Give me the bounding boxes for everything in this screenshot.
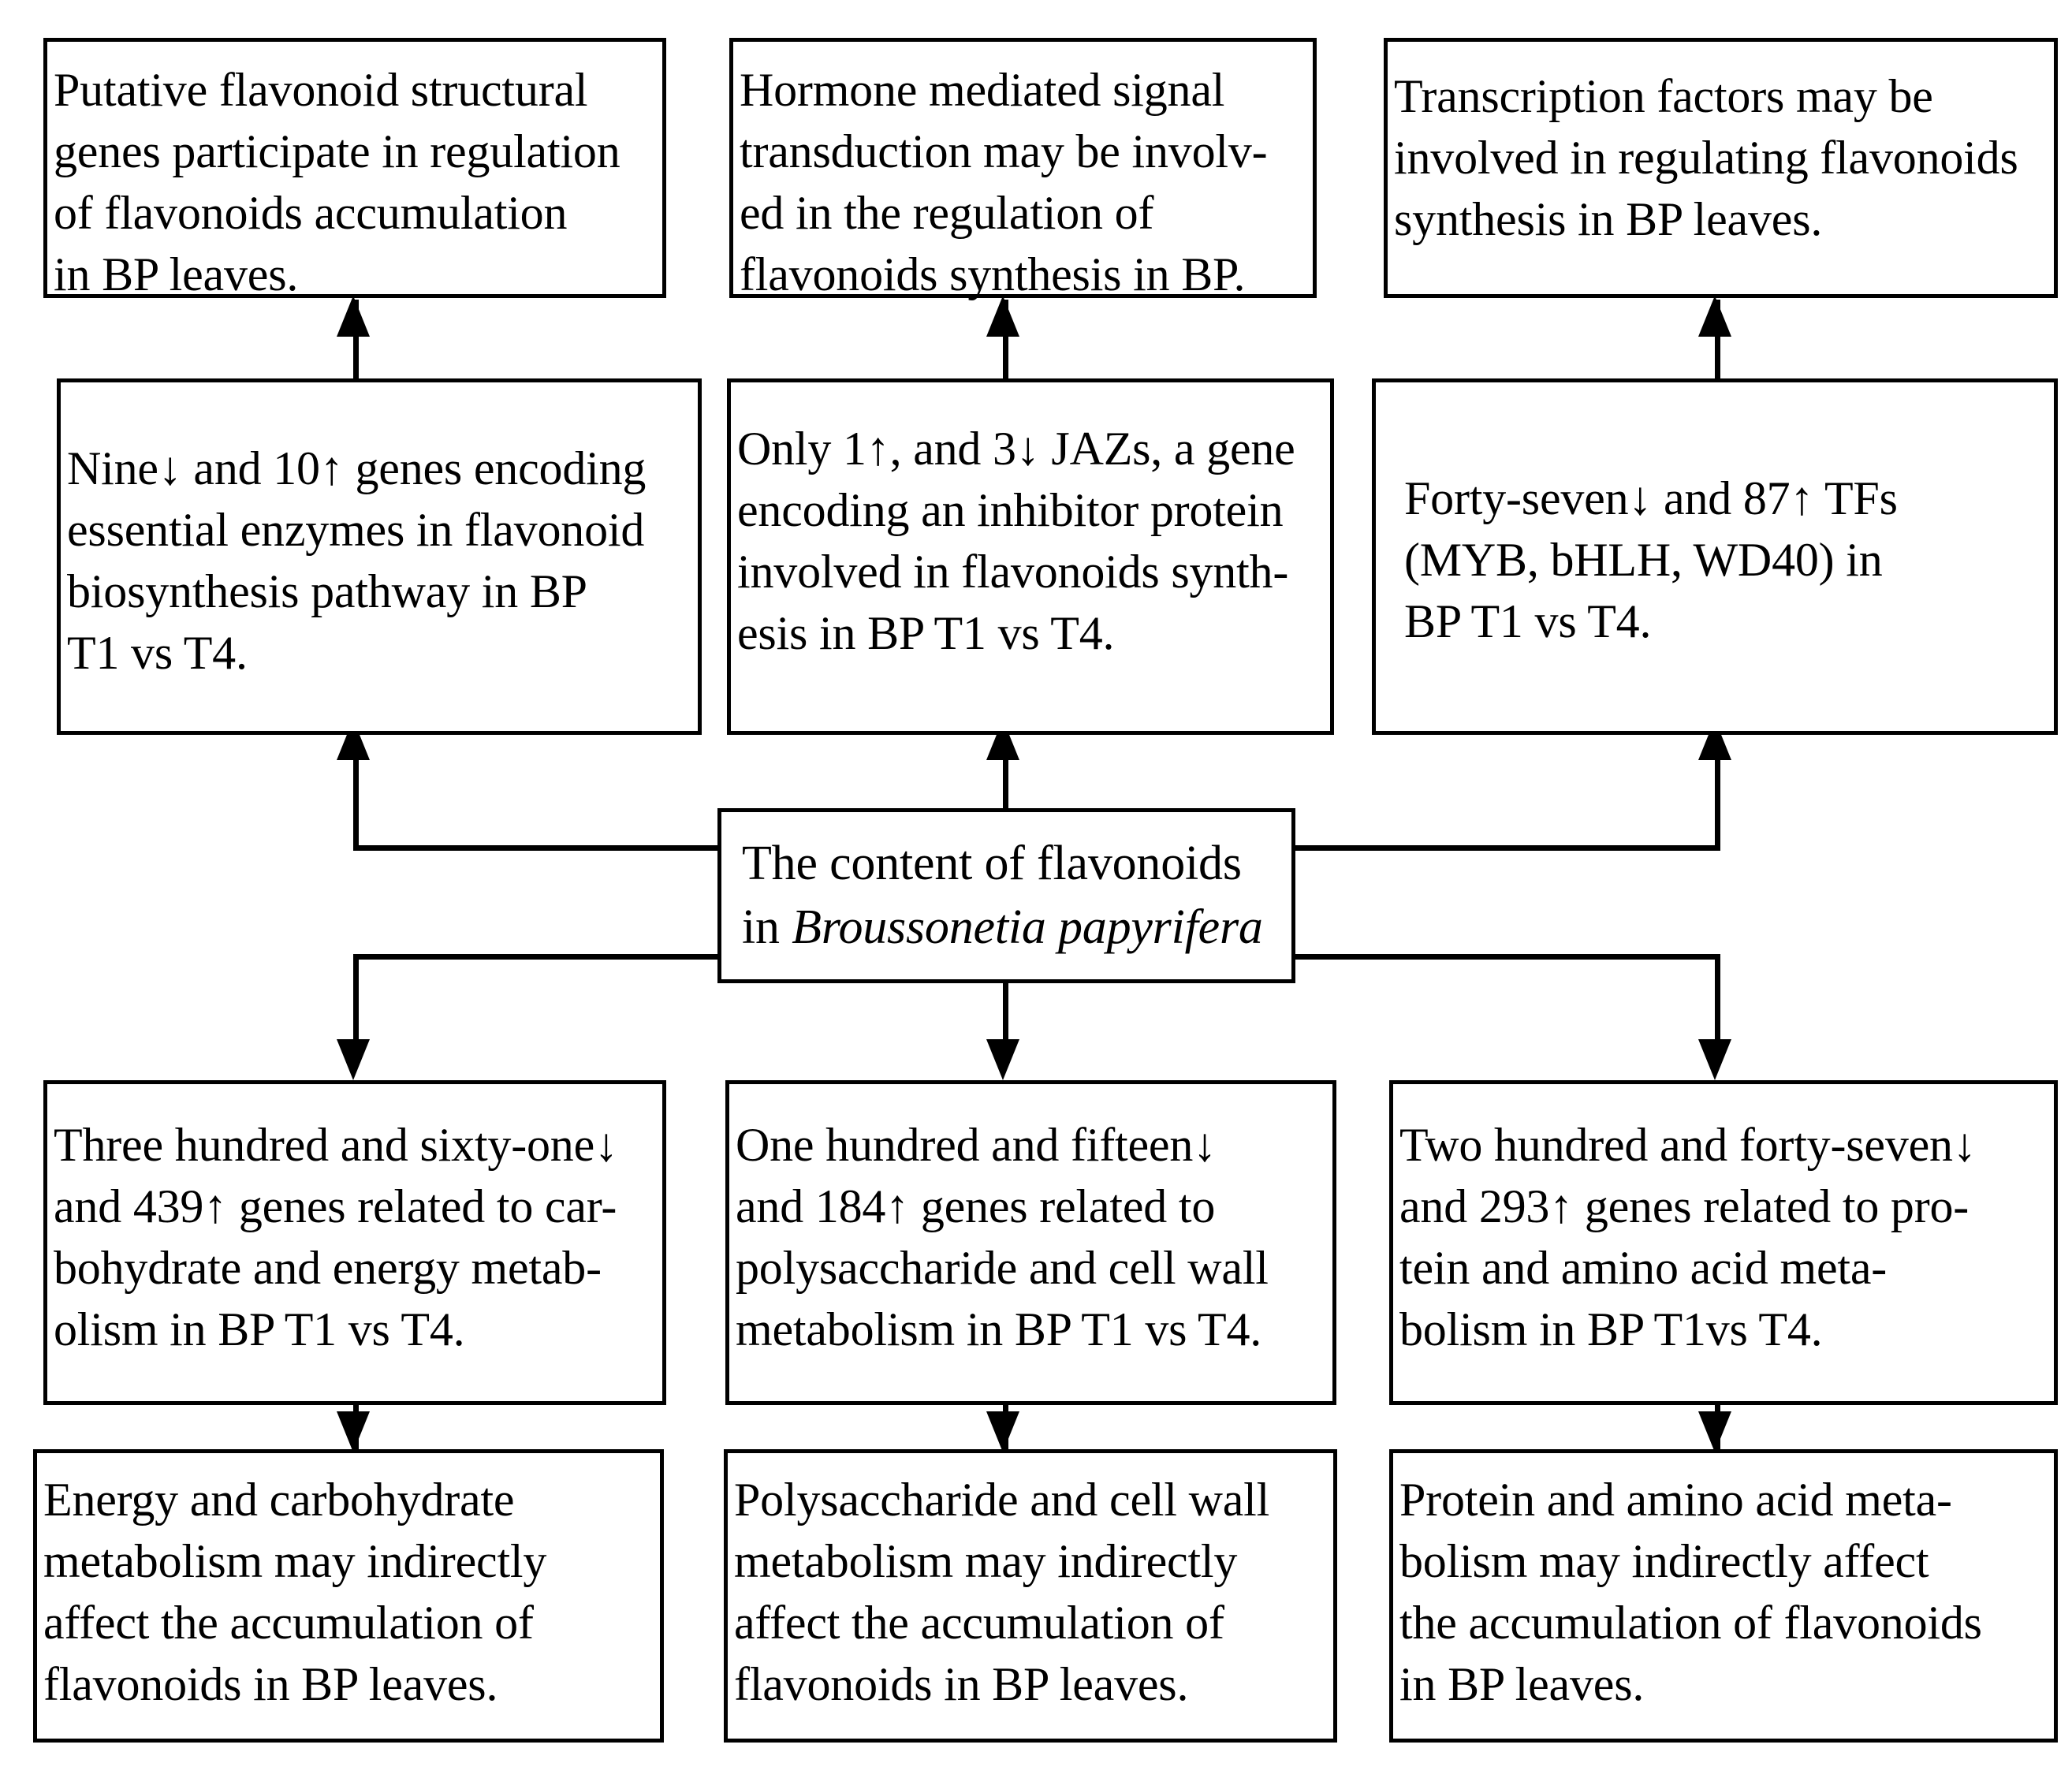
connector-right-lower-dropper: [1715, 954, 1720, 1046]
arrowhead-up-to-flavonoid-structural-conclusion: [337, 296, 370, 337]
connector-right-upper-riser: [1715, 755, 1720, 848]
connector-center-up-riser: [1003, 755, 1008, 811]
node-center-flavonoid-content[interactable]: The content of flavonoids in Broussonetia…: [717, 808, 1295, 983]
connector-center-down-dropper: [1003, 981, 1008, 1046]
arrowhead-down-to-energy-carbohydrate-conclusion: [337, 1411, 370, 1452]
node-polysaccharide-cellwall-conclusion[interactable]: Polysaccharide and cell wall metabolism …: [724, 1449, 1337, 1743]
arrowhead-down-to-polysaccharide-genes: [986, 1039, 1019, 1080]
node-text: One hundred and fifteen↓ and 184↑ genes …: [736, 1119, 1269, 1355]
node-protein-aminoacid-genes-evidence[interactable]: Two hundred and forty-seven↓ and 293↑ ge…: [1389, 1080, 2058, 1405]
connector-evidence1-to-conclusion1: [353, 300, 359, 378]
node-text: Two hundred and forty-seven↓ and 293↑ ge…: [1399, 1119, 1977, 1355]
node-flavonoid-biosynthesis-genes-evidence[interactable]: Nine↓ and 10↑ genes encoding essential e…: [57, 378, 702, 735]
connector-center-to-left-lower: [353, 954, 724, 960]
node-flavonoid-structural-genes-conclusion[interactable]: Putative flavonoid structural genes part…: [43, 38, 666, 300]
connector-center-to-right-lower: [1291, 954, 1720, 960]
connector-evidence3-to-conclusion3: [1715, 300, 1720, 378]
center-line-1: The content of flavonoids: [742, 837, 1242, 891]
node-carbohydrate-energy-genes-evidence[interactable]: Three hundred and sixty-one↓ and 439↑ ge…: [43, 1080, 666, 1405]
center-node-text: The content of flavonoids in Broussonetia…: [736, 832, 1291, 959]
node-text: Only 1↑, and 3↓ JAZs, a gene encoding an…: [737, 423, 1295, 659]
node-transcription-factors-conclusion[interactable]: Transcription factors may be involved in…: [1384, 38, 2058, 298]
connector-evidence2-to-conclusion2: [1003, 300, 1008, 378]
arrowhead-down-to-polysaccharide-conclusion: [986, 1411, 1019, 1452]
node-transcription-factor-counts-evidence[interactable]: Forty-seven↓ and 87↑ TFs (MYB, bHLH, WD4…: [1372, 378, 2058, 735]
node-text: Nine↓ and 10↑ genes encoding essential e…: [67, 442, 647, 679]
node-hormone-signal-transduction-conclusion[interactable]: Hormone mediated signal transduction may…: [729, 38, 1317, 300]
connector-center-to-right-upper: [1291, 845, 1720, 851]
node-text: Protein and amino acid meta- bolism may …: [1399, 1474, 1982, 1710]
node-text: Hormone mediated signal transduction may…: [740, 64, 1268, 300]
node-energy-carbohydrate-conclusion[interactable]: Energy and carbohydrate metabolism may i…: [33, 1449, 664, 1743]
arrowhead-down-to-carbohydrate-energy-genes: [337, 1039, 370, 1080]
arrowhead-up-to-hormone-signal-conclusion: [986, 296, 1019, 337]
center-species-name: Broussonetia papyrifera: [792, 900, 1263, 954]
node-polysaccharide-cellwall-genes-evidence[interactable]: One hundred and fifteen↓ and 184↑ genes …: [725, 1080, 1336, 1405]
arrowhead-up-to-transcription-factors-conclusion: [1698, 296, 1731, 337]
node-text: Polysaccharide and cell wall metabolism …: [734, 1474, 1270, 1710]
center-line-2-prefix: in: [742, 900, 792, 954]
connector-left-lower-dropper: [353, 954, 359, 1046]
node-text: Three hundred and sixty-one↓ and 439↑ ge…: [54, 1119, 618, 1355]
node-protein-aminoacid-conclusion[interactable]: Protein and amino acid meta- bolism may …: [1389, 1449, 2058, 1743]
node-text: Energy and carbohydrate metabolism may i…: [43, 1474, 547, 1710]
arrowhead-down-to-protein-aminoacid-genes: [1698, 1039, 1731, 1080]
arrowhead-down-to-protein-aminoacid-conclusion: [1698, 1411, 1731, 1452]
node-text: Forty-seven↓ and 87↑ TFs (MYB, bHLH, WD4…: [1404, 472, 1898, 647]
node-text: Putative flavonoid structural genes part…: [54, 64, 620, 300]
node-jaz-genes-evidence[interactable]: Only 1↑, and 3↓ JAZs, a gene encoding an…: [727, 378, 1334, 735]
connector-left-upper-riser: [353, 755, 359, 848]
node-text: Transcription factors may be involved in…: [1394, 70, 2018, 245]
connector-center-to-left-upper: [353, 845, 724, 851]
